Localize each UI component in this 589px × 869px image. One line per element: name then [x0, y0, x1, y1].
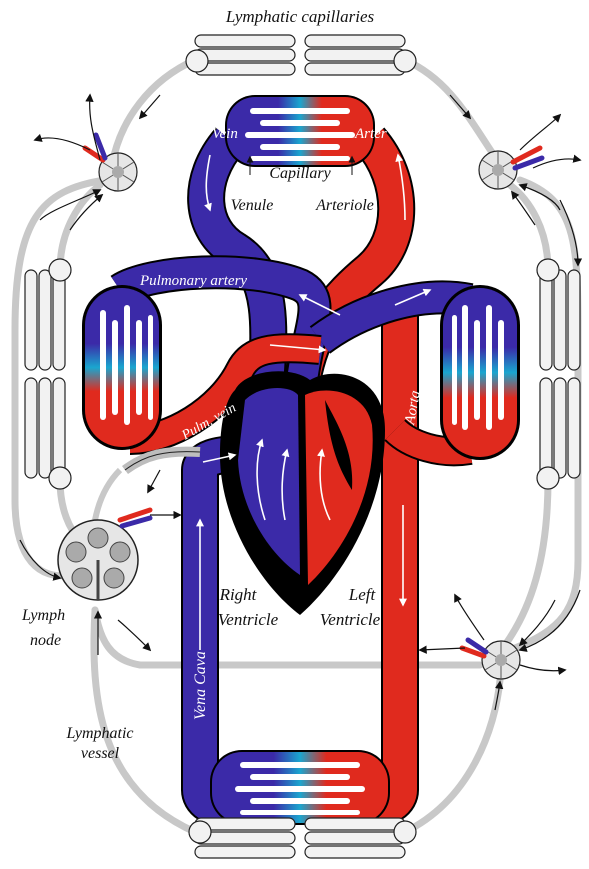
label-right-ventricle: Ventricle — [218, 610, 279, 629]
label-arter: Arter — [354, 126, 387, 142]
lymph-node-large — [58, 520, 138, 600]
label-node: node — [30, 632, 61, 649]
lymph-capillaries-top — [186, 35, 416, 75]
label-arteriole: Arteriole — [315, 197, 374, 214]
label-lymphatic-capillaries: Lymphatic capillaries — [225, 7, 375, 26]
heart — [220, 371, 385, 615]
lymph-capillaries-left — [25, 259, 71, 489]
lymph-node-lower-right — [482, 641, 520, 679]
left-lung — [82, 285, 162, 450]
right-lung — [440, 285, 520, 460]
top-capillary-bed — [225, 95, 375, 167]
label-right: Right — [219, 585, 258, 604]
label-lymph: Lymph — [21, 607, 65, 624]
label-vena-cava: Vena Cava — [192, 651, 209, 720]
label-left-ventricle: Ventricle — [320, 610, 381, 629]
label-capillary: Capillary — [269, 165, 331, 182]
label-vessel: vessel — [81, 745, 120, 762]
label-pulmonary-artery: Pulmonary artery — [139, 273, 247, 289]
lymph-capillaries-right — [537, 259, 580, 489]
bottom-capillary-bed — [210, 750, 390, 825]
aorta — [365, 300, 400, 810]
label-left: Left — [348, 585, 377, 604]
label-vein: Vein — [212, 126, 238, 142]
label-venule: Venule — [231, 197, 274, 214]
label-lymphatic: Lymphatic — [65, 725, 133, 742]
lymph-connector-vessels — [95, 470, 120, 520]
lymph-node-upper-right — [479, 151, 517, 189]
